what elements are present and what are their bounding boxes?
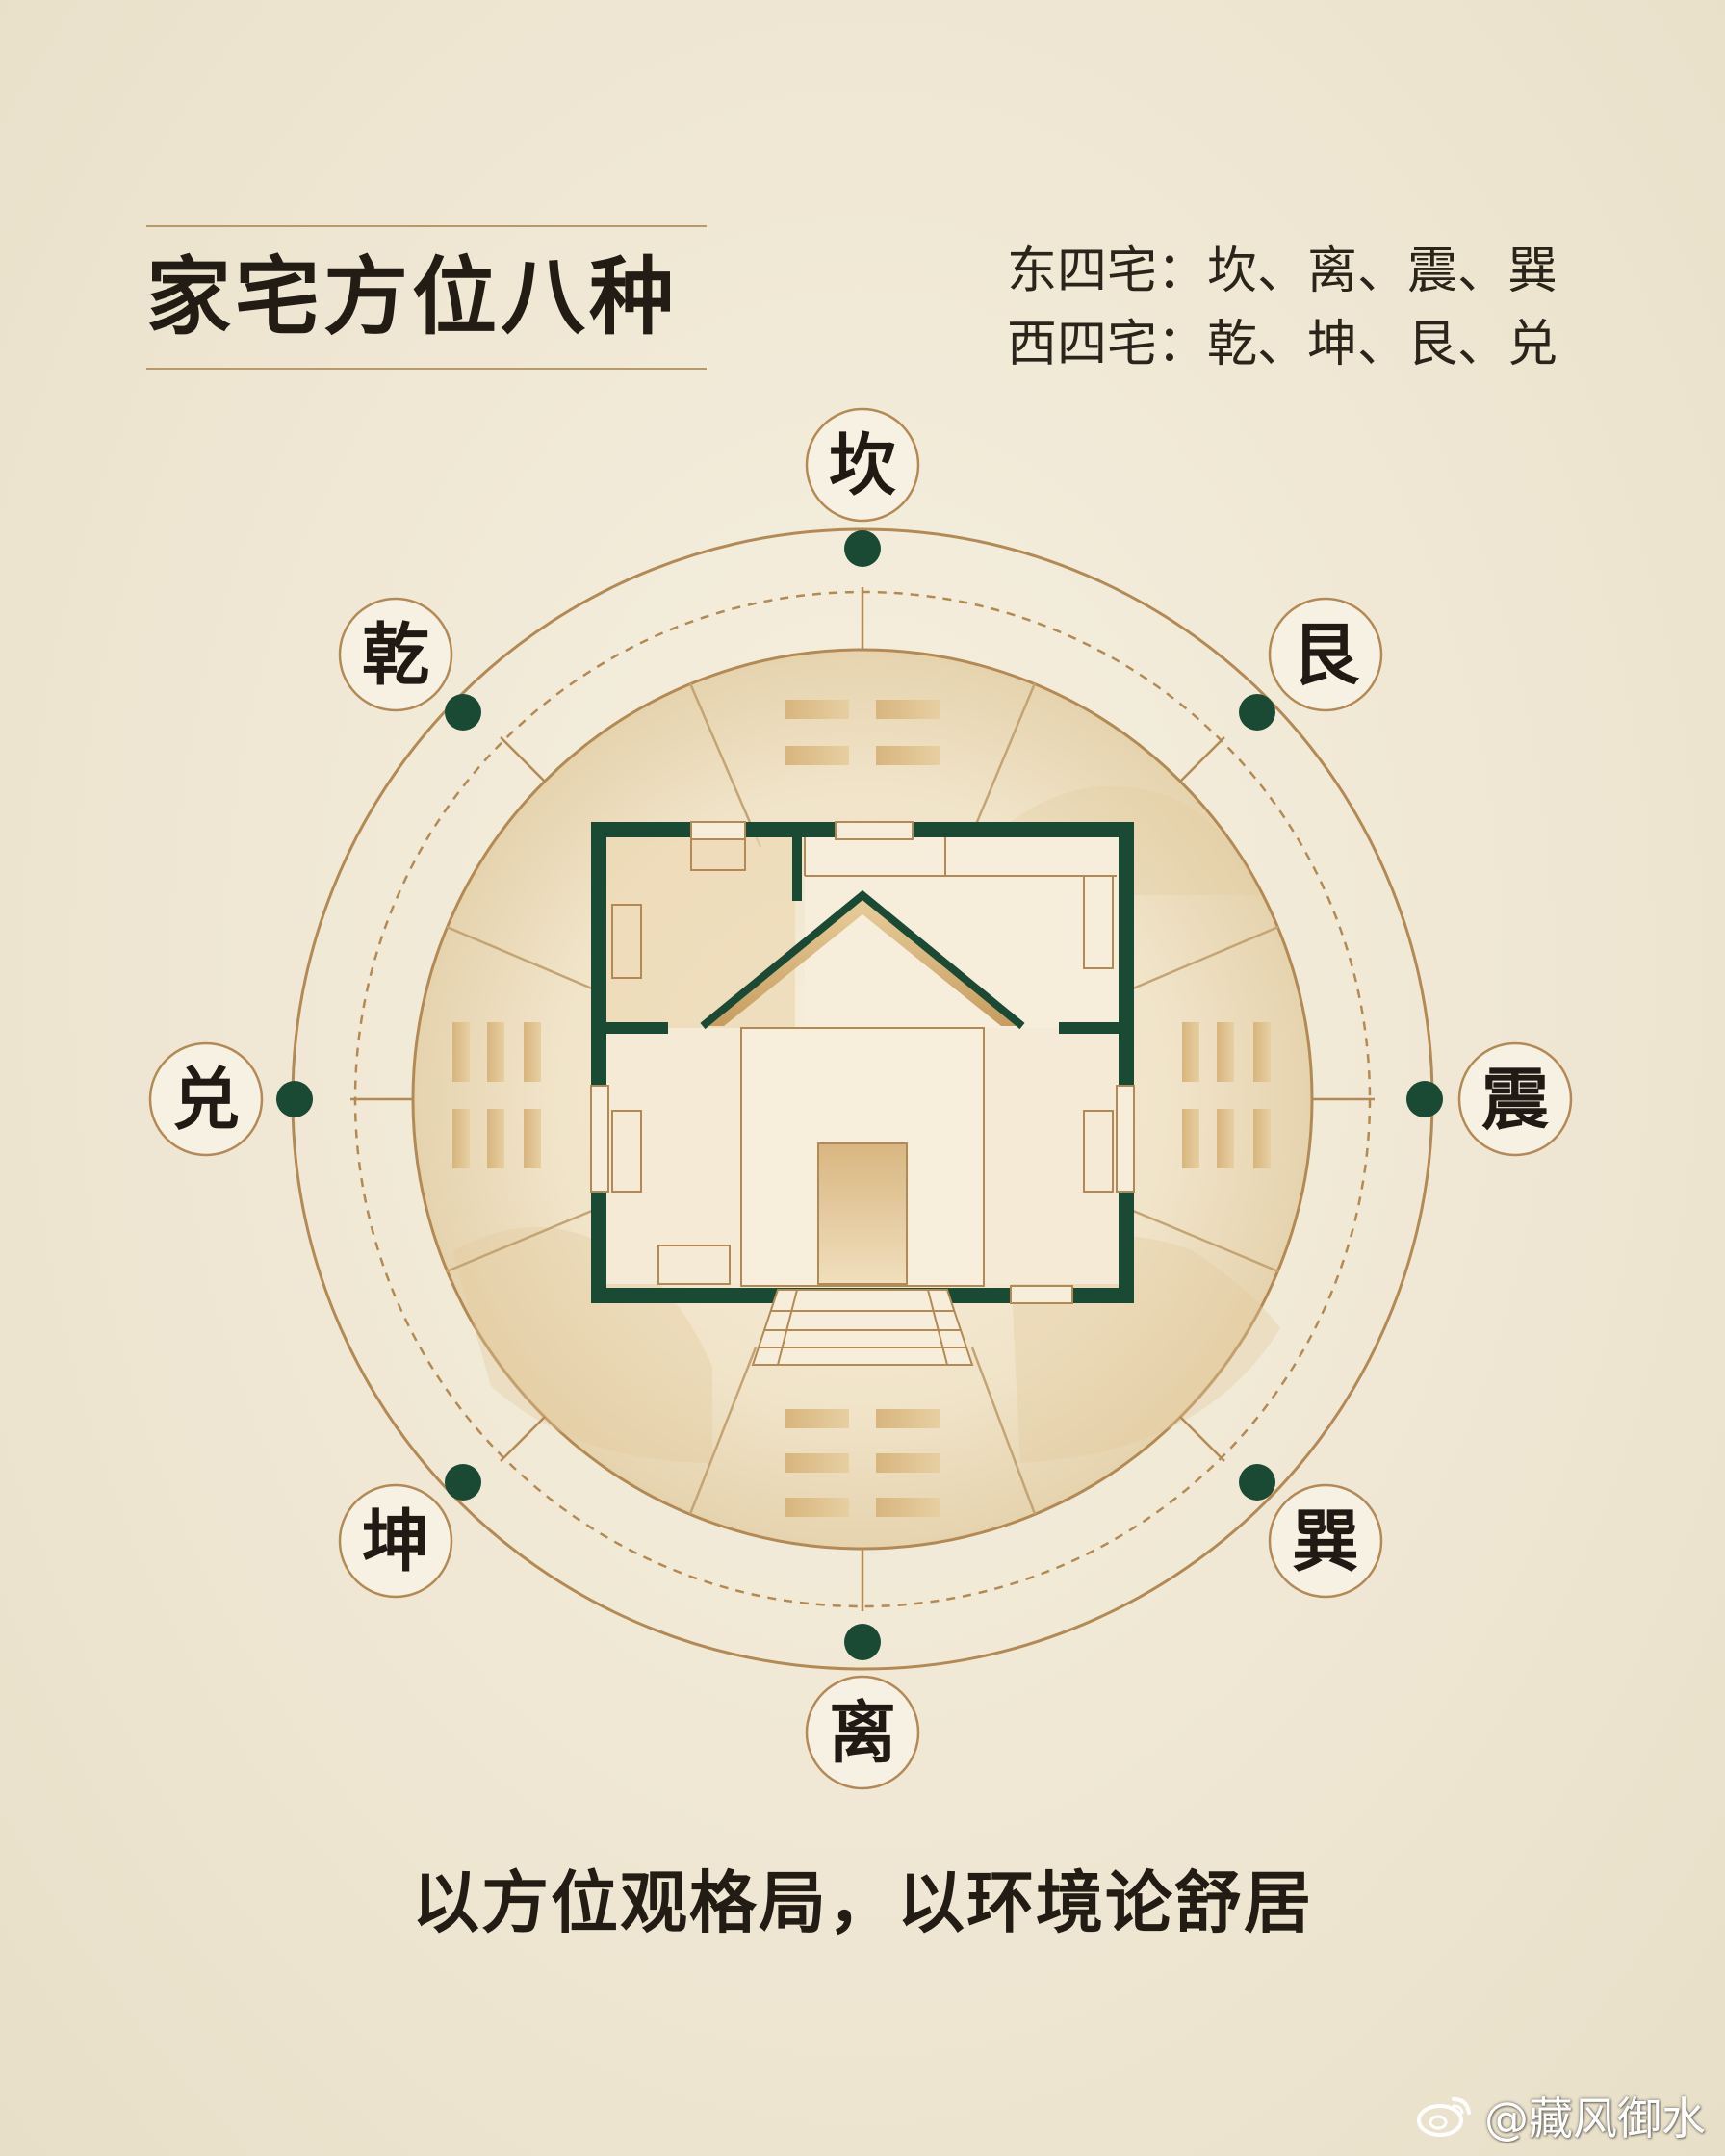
direction-label-qian: 乾 [362, 615, 429, 695]
trigram-right [1182, 1022, 1271, 1168]
title-top-rule [146, 225, 707, 227]
house-group-legend: 东四宅：坎、离、震、巽 西四宅：乾、坤、艮、兑 [1007, 235, 1584, 381]
page-title: 家宅方位八种 [146, 246, 679, 346]
direction-label-xun: 巽 [1292, 1502, 1359, 1581]
mountain-wash-left [452, 1227, 712, 1463]
house-floorplan [590, 821, 1135, 1366]
direction-label-circles [148, 407, 1573, 1790]
tagline: 以方位观格局，以环境论舒居 [412, 1862, 1313, 1942]
title-bottom-rule [146, 368, 707, 370]
direction-label-kun: 坤 [362, 1502, 429, 1581]
west-four-houses-text: 西四宅：乾、坤、艮、兑 [1007, 316, 1558, 373]
watermark: @藏风御水 [1415, 2087, 1706, 2144]
direction-label-kan: 坎 [829, 425, 896, 505]
trigram-left [452, 1022, 541, 1168]
direction-dots [276, 530, 1443, 1660]
east-four-houses-text: 东四宅：坎、离、震、巽 [1007, 243, 1558, 300]
weibo-icon [1417, 2097, 1471, 2137]
title-block: 家宅方位八种 [146, 225, 707, 370]
sector-spokes [446, 682, 1279, 1515]
watermark-text: @藏风御水 [1484, 2092, 1706, 2144]
direction-label-li: 离 [829, 1693, 896, 1773]
direction-label-zhen: 震 [1481, 1060, 1549, 1140]
direction-label-dui: 兑 [172, 1060, 240, 1140]
trigram-bottom [785, 1409, 940, 1517]
direction-label-gen: 艮 [1292, 615, 1360, 695]
trigram-top [785, 700, 940, 765]
direction-ticks [350, 587, 1375, 1611]
